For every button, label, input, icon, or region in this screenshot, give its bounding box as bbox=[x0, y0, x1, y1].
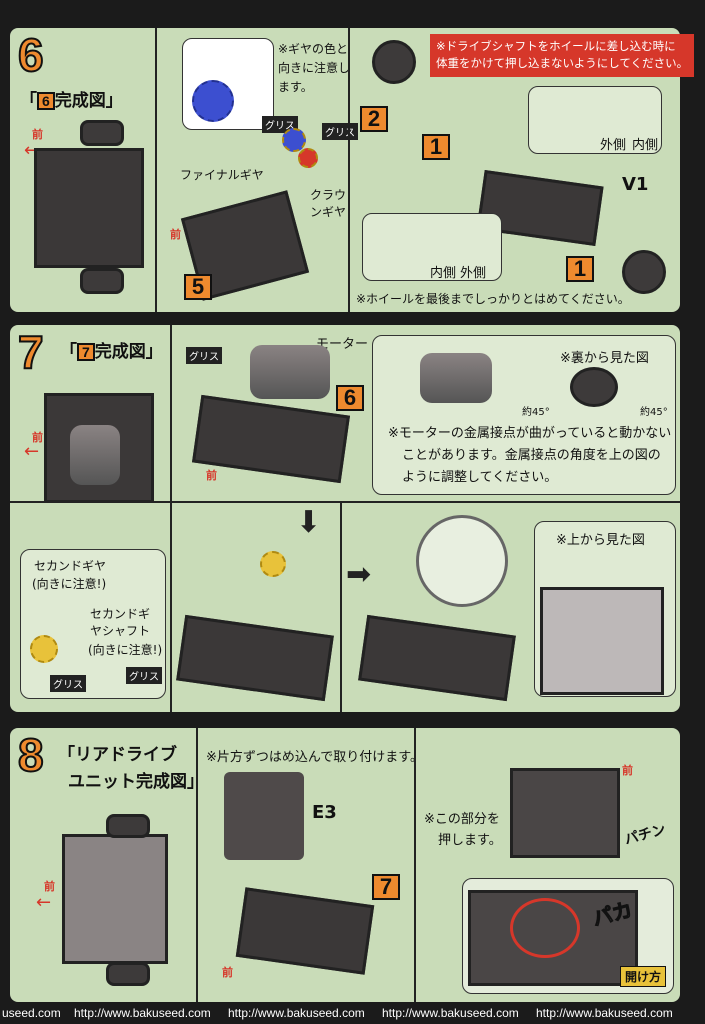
detail-magnifier bbox=[416, 515, 508, 607]
warning-banner: ※ドライブシャフトをホイールに差し込む時に体重をかけて押し込まないようにしてくだ… bbox=[430, 34, 695, 77]
step8-number: 8 bbox=[17, 729, 45, 781]
footer-url: http://www.bakuseed.com bbox=[228, 1006, 365, 1020]
wheel bbox=[80, 120, 124, 146]
forward-label: 前 bbox=[32, 128, 43, 141]
part-e3: E3 bbox=[312, 802, 337, 823]
grease-label: グリス bbox=[186, 347, 222, 364]
part-number-2: 2 bbox=[360, 106, 388, 132]
step8-panel: 8 「リアドライブユニット完成図」 前 ← ※片方ずつはめ込んで取り付けます。 … bbox=[10, 728, 680, 1002]
crown-gear bbox=[298, 148, 318, 168]
final-gear bbox=[282, 128, 306, 152]
step6-number: 6 bbox=[17, 29, 45, 81]
motor-note: ※モーターの金属接点が曲がっていると動かないことがあります。金属接点の角度を上の… bbox=[388, 426, 672, 486]
chassis-open bbox=[510, 768, 620, 858]
part-number-5: 5 bbox=[184, 274, 212, 300]
gear-icon bbox=[192, 80, 234, 122]
right-arrow-icon: ➡ bbox=[346, 557, 372, 592]
gear-cover bbox=[224, 772, 304, 860]
snap-label: パチン bbox=[622, 821, 668, 849]
washer-box-top bbox=[528, 86, 662, 154]
chassis-part bbox=[358, 614, 516, 702]
part-number-1: 1 bbox=[422, 134, 450, 160]
motor-back-view bbox=[570, 367, 618, 407]
second-gear bbox=[260, 551, 286, 577]
motor bbox=[70, 425, 120, 485]
step7-number: 7 bbox=[17, 326, 45, 378]
step8-title: 「リアドライブユニット完成図」 bbox=[58, 745, 204, 793]
grease-label: グリス bbox=[322, 123, 358, 140]
part-number-6: 6 bbox=[336, 385, 364, 411]
step8-note: ※片方ずつはめ込んで取り付けます。 bbox=[206, 750, 423, 765]
press-note: ※この部分を押します。 bbox=[424, 812, 502, 848]
footer-url: http://www.bakuseed.com bbox=[536, 1006, 673, 1020]
back-view-label: ※裏から見た図 bbox=[560, 351, 649, 366]
part-number-7: 7 bbox=[372, 874, 400, 900]
wheel bbox=[622, 250, 666, 294]
grease-box bbox=[182, 38, 274, 130]
chassis-part bbox=[176, 614, 334, 702]
bottom-note: ※ホイールを最後までしっかりとはめてください。 bbox=[356, 292, 630, 306]
motor bbox=[250, 345, 330, 399]
chassis bbox=[34, 148, 144, 268]
rear-drive-unit bbox=[62, 834, 168, 964]
open-method-label: 開け方 bbox=[620, 966, 667, 987]
footer-url: http://www.bakuseed.com bbox=[74, 1006, 211, 1020]
forward-arrow-icon: ← bbox=[24, 441, 40, 462]
wheel bbox=[80, 268, 124, 294]
part-number-1: 1 bbox=[566, 256, 594, 282]
washer-box-bottom bbox=[362, 213, 502, 281]
top-view-chassis bbox=[540, 587, 664, 695]
crown-gear-label: クラウンギヤ bbox=[310, 188, 347, 219]
footer-url: http://www.bakuseed.com bbox=[382, 1006, 519, 1020]
second-gear bbox=[30, 635, 58, 663]
final-gear-label: ファイナルギヤ bbox=[180, 168, 264, 182]
wheel bbox=[372, 40, 416, 84]
gear-note: ※ギヤの色と向きに注意します。 bbox=[278, 42, 351, 95]
motor-label: モーター bbox=[316, 337, 369, 352]
down-arrow-icon: ⬇ bbox=[296, 505, 322, 540]
wheel-label: V1 bbox=[622, 174, 649, 195]
motor bbox=[420, 353, 492, 403]
footer-url: useed.com bbox=[2, 1006, 61, 1020]
highlight-circle bbox=[510, 898, 580, 958]
forward-arrow-icon: ← bbox=[36, 892, 52, 913]
chassis-part bbox=[235, 887, 375, 975]
